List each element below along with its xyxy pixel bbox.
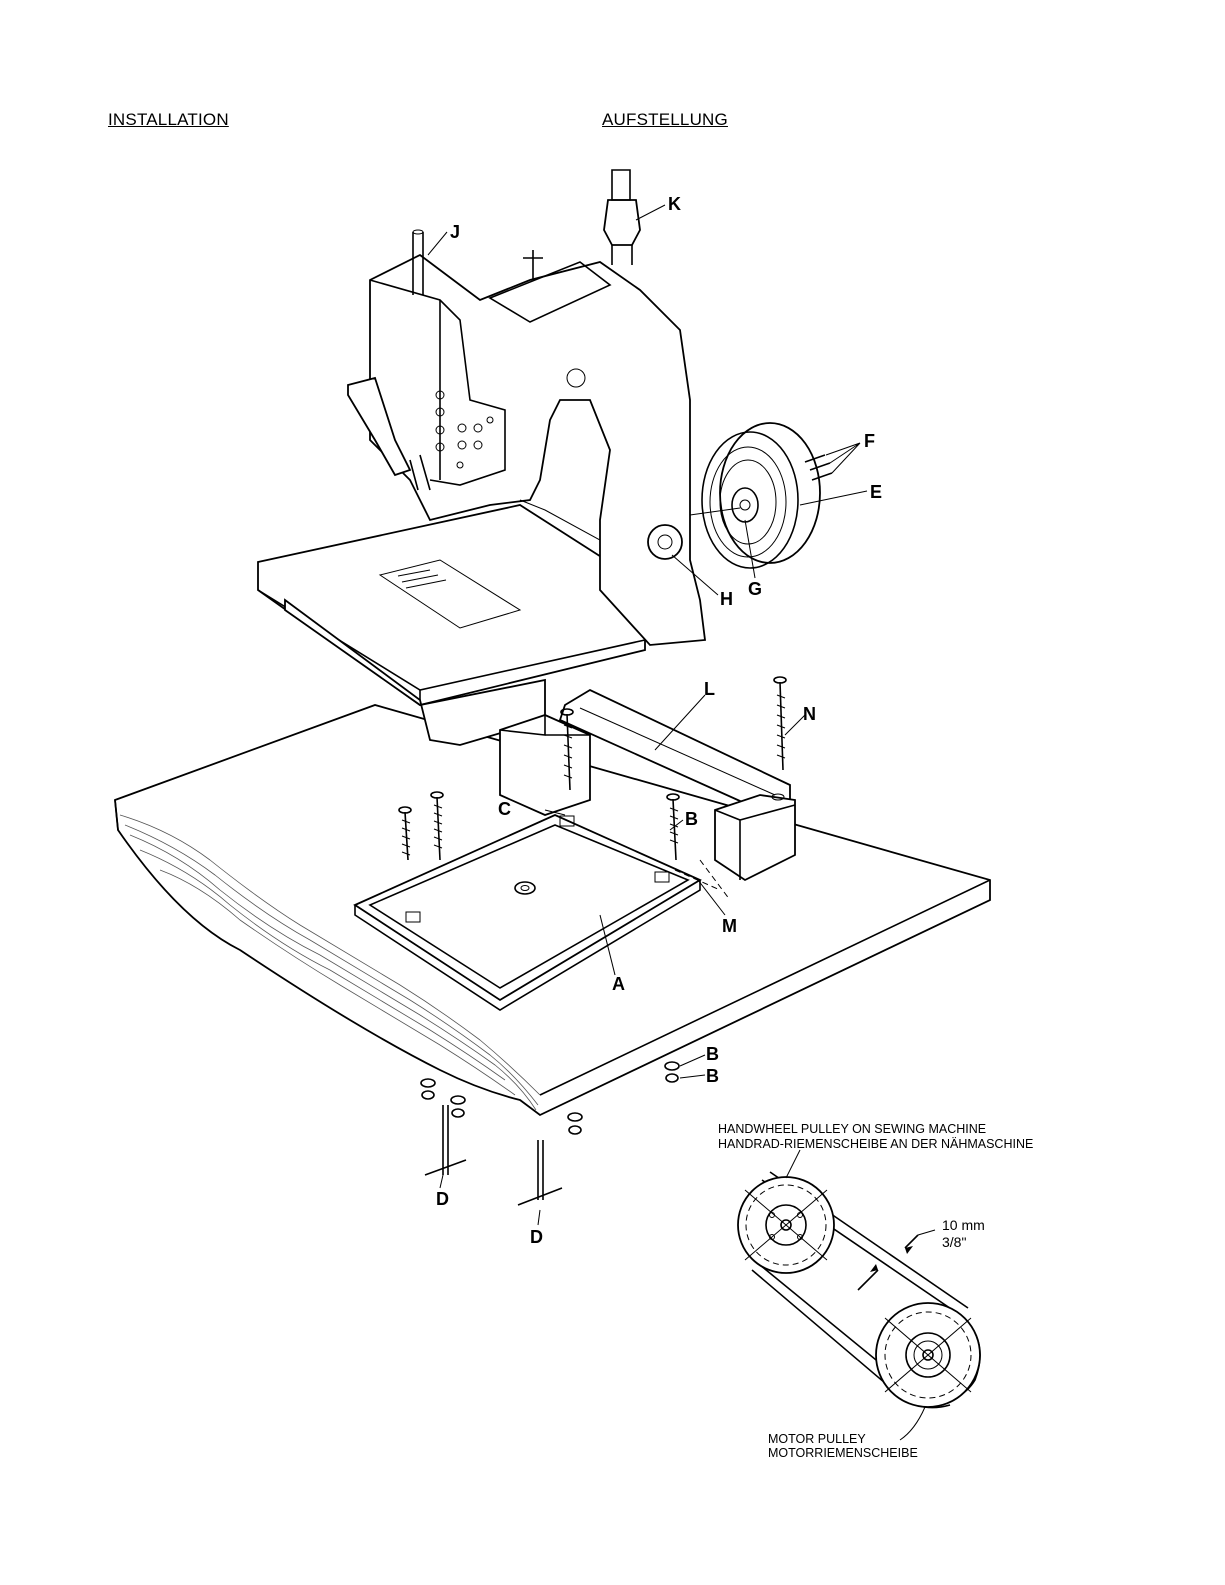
label-h: H xyxy=(720,589,733,609)
sewing-machine xyxy=(258,170,705,745)
label-k: K xyxy=(668,194,681,214)
label-n: N xyxy=(803,704,816,724)
label-e: E xyxy=(870,482,882,502)
label-d-left: D xyxy=(436,1189,449,1209)
label-a: A xyxy=(612,974,625,994)
label-f: F xyxy=(864,431,875,451)
label-m: M xyxy=(722,916,737,936)
deflection-mm: 10 mm xyxy=(942,1217,985,1233)
label-j: J xyxy=(450,222,460,242)
handwheel-caption-en: HANDWHEEL PULLEY ON SEWING MACHINE xyxy=(718,1122,986,1136)
handwheel xyxy=(690,423,820,568)
support-block-rear xyxy=(500,715,590,815)
motor-caption-de: MOTORRIEMENSCHEIBE xyxy=(768,1446,918,1460)
label-c: C xyxy=(498,799,511,819)
label-b-nut: B xyxy=(706,1066,719,1086)
label-b-upper: B xyxy=(685,809,698,829)
handwheel-caption-de: HANDRAD-RIEMENSCHEIBE AN DER NÄHMASCHINE xyxy=(718,1137,1033,1151)
label-b-washer: B xyxy=(706,1044,719,1064)
label-l: L xyxy=(704,679,715,699)
label-d-right: D xyxy=(530,1227,543,1247)
belt-tension-diagram xyxy=(738,1150,980,1440)
deflection-in: 3/8" xyxy=(942,1234,966,1250)
label-g: G xyxy=(748,579,762,599)
motor-caption-en: MOTOR PULLEY xyxy=(768,1432,866,1446)
